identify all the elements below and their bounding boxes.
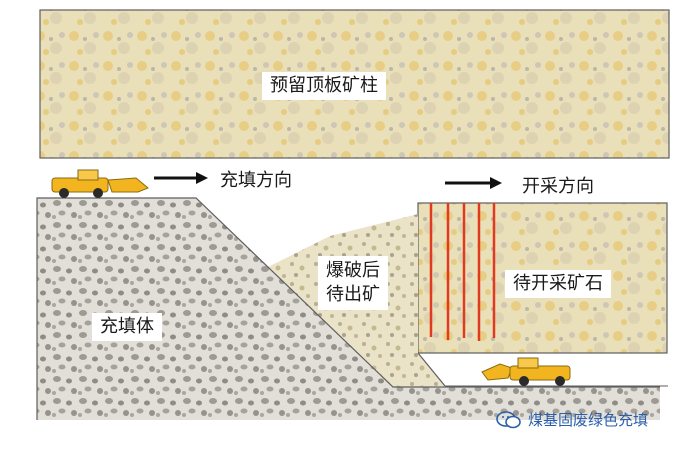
broken-ore-label: 爆破后 待出矿 [318,256,388,310]
watermark-text: 煤基固废绿色充填 [528,411,649,429]
backfill-outline [36,197,660,420]
watermark: 煤基固废绿色充填 [496,409,648,430]
mining-direction-label: 开采方向 [522,176,594,197]
loader-top [51,169,149,198]
fill-direction-label: 充填方向 [220,170,292,191]
fill-direction-arrow [154,172,208,184]
backfill-body [37,198,660,420]
backfill-label: 充填体 [92,313,162,341]
pillar-label: 预留顶板矿柱 [262,72,386,100]
wechat-icon [496,410,521,428]
blast-holes [429,203,496,341]
loader-bottom [481,357,571,386]
mining-direction-arrow [445,177,502,189]
floor-slope-line [417,352,446,387]
ore-to-mine-label: 待开采矿石 [505,270,611,298]
